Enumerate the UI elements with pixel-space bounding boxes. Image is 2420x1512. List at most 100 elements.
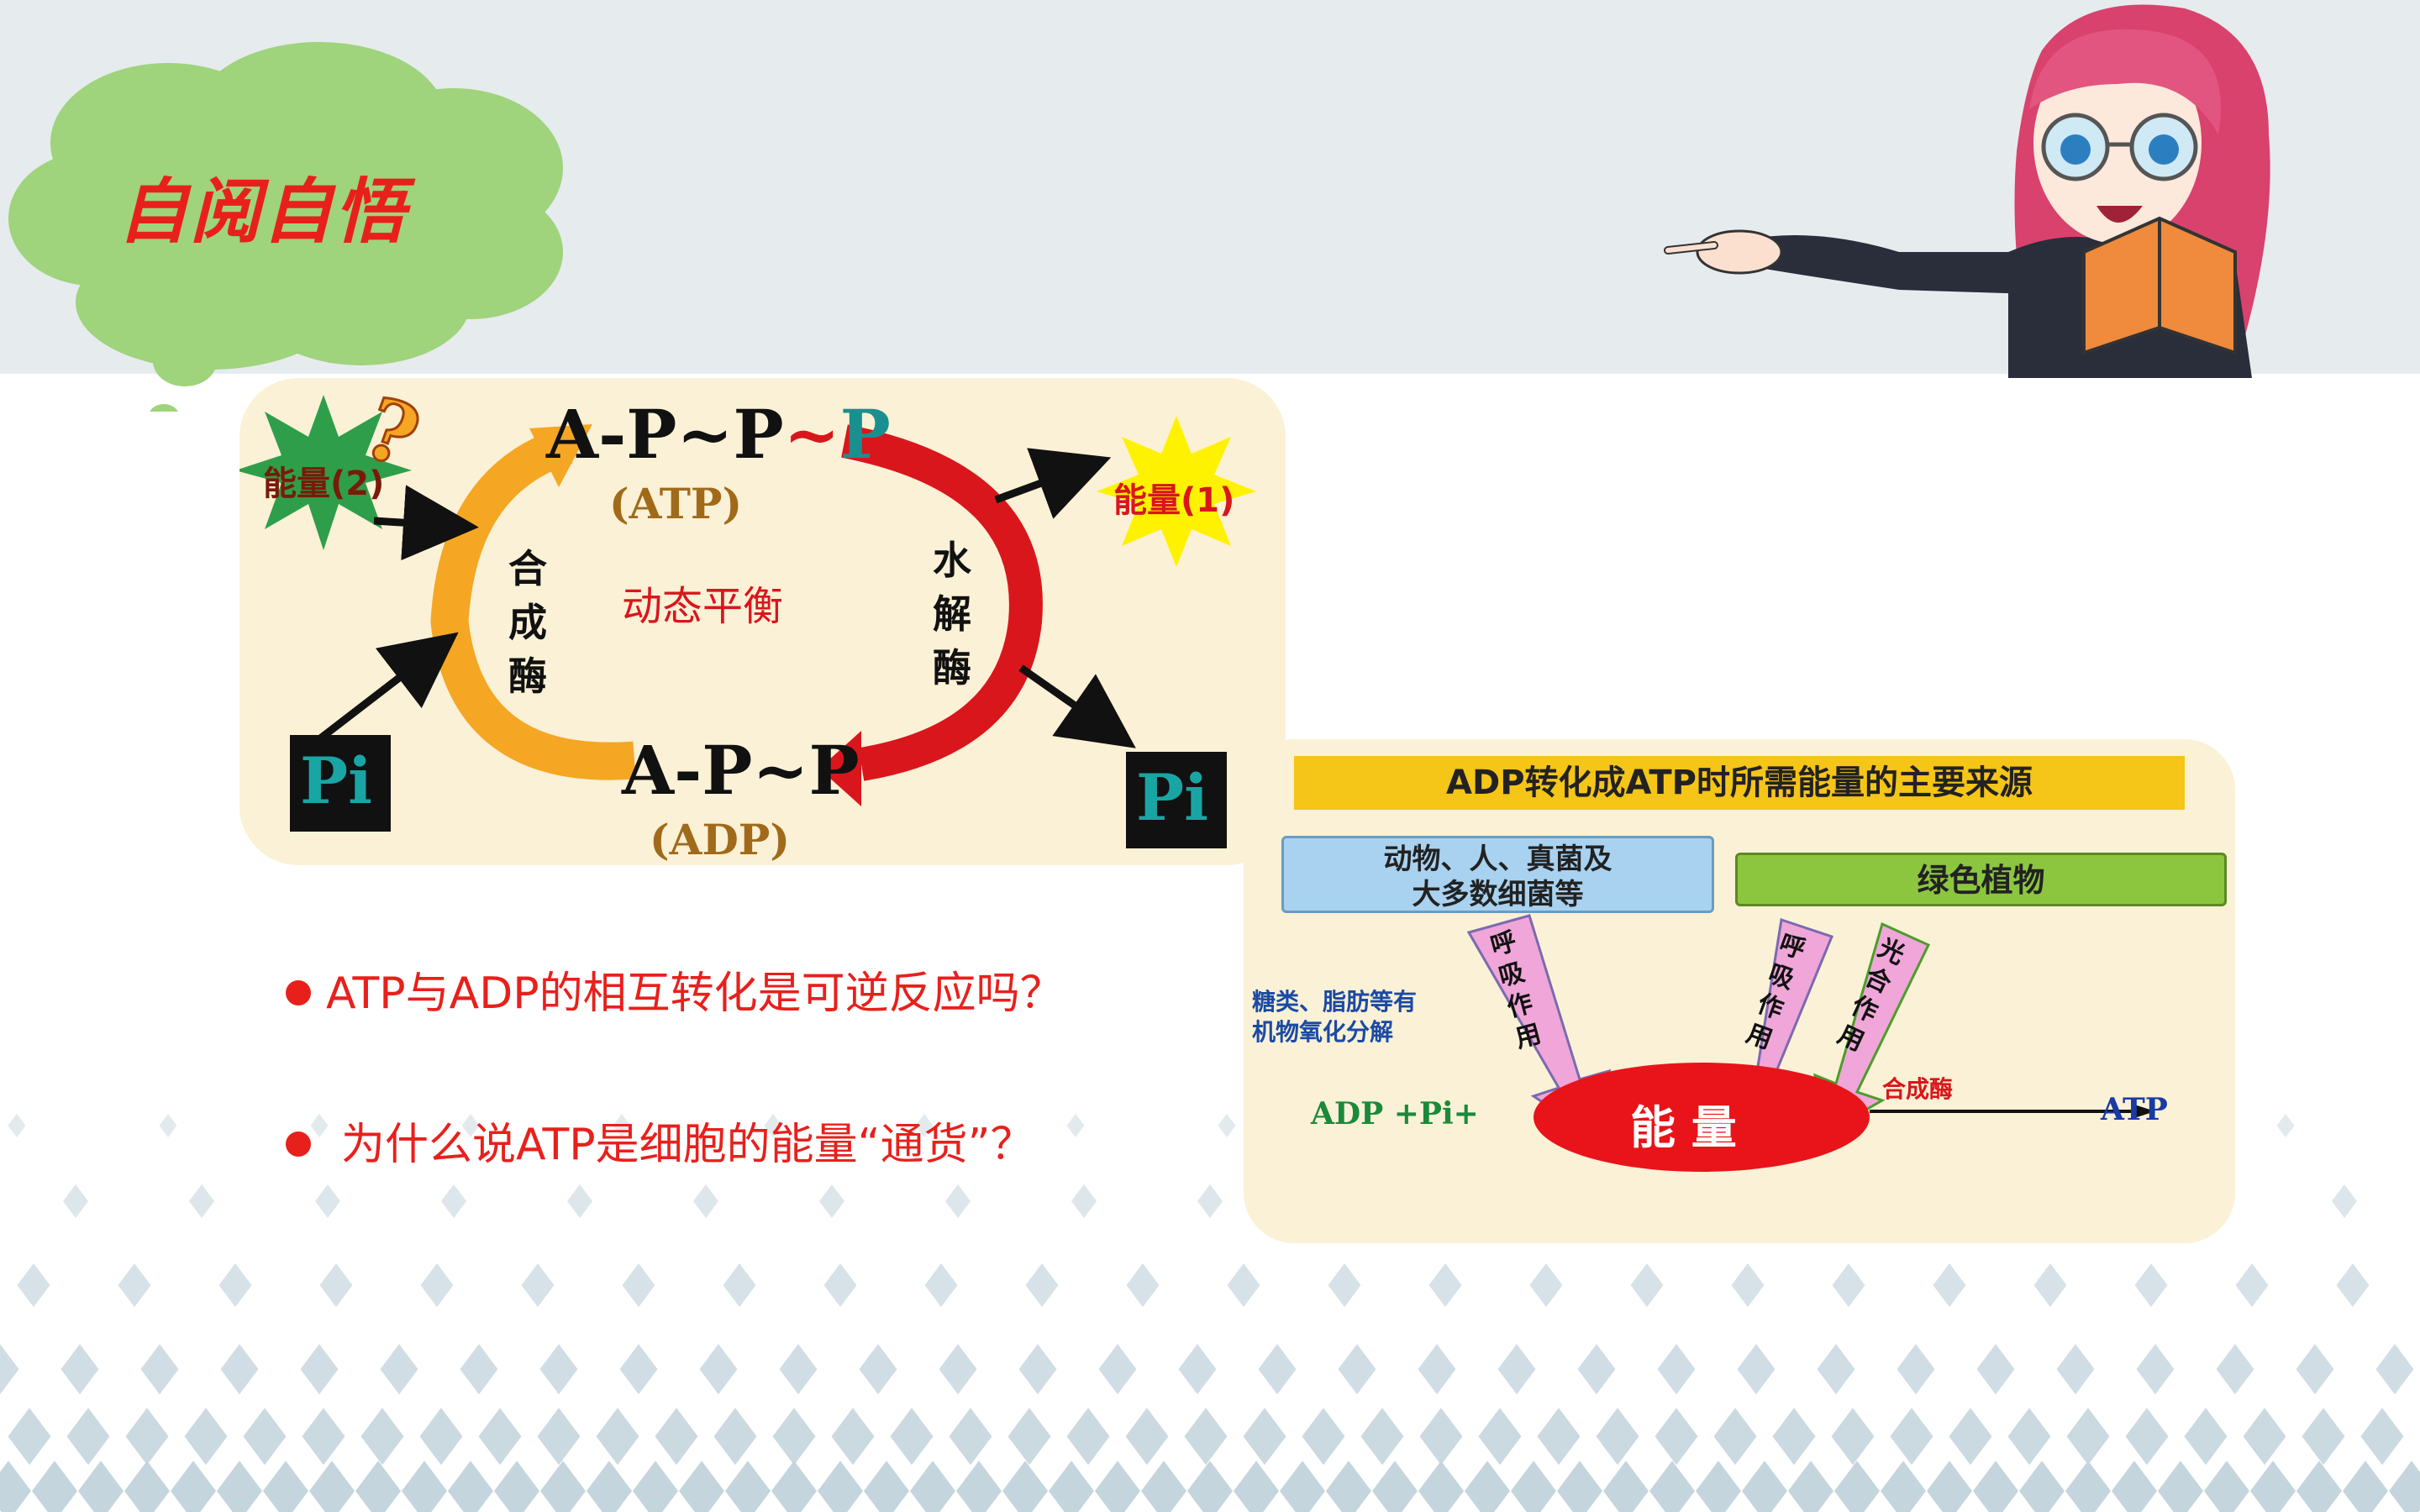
energy-oval-label: 能 量	[1630, 1101, 1737, 1154]
diamond-shape	[78, 1461, 124, 1512]
diamond-shape	[448, 1461, 493, 1512]
diamond-shape	[1772, 1408, 1816, 1465]
diamond-shape	[521, 1263, 555, 1307]
question-1-text: ATP与ADP的相互转化是可逆反应吗？	[326, 969, 1064, 1019]
diamond-shape	[1696, 1461, 1741, 1512]
atp-terminal-phosphate: P	[839, 395, 891, 474]
adp-formula: A-P~P	[622, 731, 860, 810]
diamond-shape	[1234, 1461, 1279, 1512]
diamond-shape	[1742, 1461, 1787, 1512]
diamond-shape	[1788, 1461, 1833, 1512]
diamond-shape	[1933, 1263, 1966, 1307]
diamond-shape	[818, 1461, 863, 1512]
dynamic-balance-label: 动态平衡	[622, 583, 784, 630]
diamond-shape	[309, 1461, 355, 1512]
diamond-shape	[1360, 1408, 1404, 1465]
diamond-shape	[1731, 1263, 1765, 1307]
diamond-shape	[0, 1344, 19, 1394]
diamond-shape	[699, 1344, 738, 1394]
energy-in-label: 能量(2)	[263, 465, 385, 503]
synthase-arrow-label: 合成酶	[1882, 1075, 1954, 1103]
diamond-shape	[2243, 1408, 2286, 1465]
cloud-icon	[8, 42, 563, 412]
diamond-shape	[596, 1408, 639, 1465]
diamond-shape	[2276, 1114, 2295, 1137]
diamond-shape	[1098, 1344, 1137, 1394]
diamond-shape	[1066, 1408, 1110, 1465]
diamond-shape	[461, 1114, 480, 1137]
diamond-shape	[1066, 1114, 1085, 1137]
diamond-shape	[460, 1344, 498, 1394]
diamond-shape	[1603, 1461, 1649, 1512]
diamond-shape	[118, 1263, 151, 1307]
diamond-shape	[1817, 1344, 1855, 1394]
pi-out-arrow-icon	[1018, 664, 1136, 748]
diamond-shape	[2066, 1408, 2110, 1465]
diamond-shape	[1478, 1408, 1522, 1465]
diamond-shape	[823, 1263, 857, 1307]
synthesis-arrowhead-icon	[529, 424, 592, 487]
equation-left: ADP +Pi+	[1311, 1096, 1479, 1131]
diamond-shape	[420, 1263, 454, 1307]
side-note-line: 机物氧化分解	[1252, 1018, 1394, 1046]
diamond-shape	[2158, 1461, 2203, 1512]
diamond-shape	[263, 1461, 308, 1512]
diamond-shape	[764, 1114, 782, 1137]
energy-out-label: 能量(1)	[1113, 481, 1235, 520]
diamond-shape	[243, 1408, 287, 1465]
pi-left-label: Pi	[300, 743, 373, 818]
diamond-shape	[1927, 1461, 1972, 1512]
animals-box-line: 大多数细菌等	[1412, 878, 1584, 911]
diamond-shape	[1630, 1263, 1664, 1307]
diamond-shape	[537, 1408, 581, 1465]
energy-in-arrow-icon	[373, 485, 479, 561]
diamond-shape	[124, 1461, 170, 1512]
diamond-shape	[1511, 1461, 1556, 1512]
diamond-shape	[189, 1184, 214, 1218]
diamond-shape	[655, 1408, 698, 1465]
diamond-shape	[1258, 1344, 1297, 1394]
diamond-shape	[587, 1461, 632, 1512]
diamond-shape	[956, 1461, 1002, 1512]
energy-oval	[1534, 1063, 1870, 1172]
energy-source-banner: ADP转化成ATP时所需能量的主要来源	[1294, 756, 2185, 810]
diamond-shape	[159, 1114, 177, 1137]
diamond-shape	[1557, 1461, 1602, 1512]
diamond-shape	[2065, 1461, 2111, 1512]
teacher-illustration	[1664, 4, 2270, 378]
diamond-shape	[1890, 1408, 1933, 1465]
diamond-shape	[1227, 1263, 1260, 1307]
diamond-shape	[8, 1114, 26, 1137]
diamond-shape	[2296, 1344, 2334, 1394]
diamond-shape	[2235, 1263, 2269, 1307]
diamond-shape	[478, 1408, 522, 1465]
plants-box: 绿色植物	[1735, 853, 2227, 906]
atp-label: (ATP)	[609, 479, 743, 528]
energy-source-diagram: ADP转化成ATP时所需能量的主要来源 动物、人、真菌及 大多数细菌等 绿色植物…	[1244, 739, 2235, 1243]
diamond-shape	[1218, 1114, 1236, 1137]
diamond-shape	[32, 1461, 77, 1512]
diamond-shape	[2056, 1344, 2095, 1394]
diamond-shape	[819, 1184, 844, 1218]
diamond-shape	[1881, 1461, 1926, 1512]
diamond-shape	[1418, 1461, 1464, 1512]
pi-right-box	[1126, 752, 1227, 848]
diamond-shape	[2134, 1263, 2168, 1307]
hydrolase-label: 水 解 酶	[933, 533, 971, 695]
hydrolase-char: 酶	[933, 645, 971, 690]
diamond-shape	[1328, 1263, 1361, 1307]
diamond-shape	[1897, 1344, 1935, 1394]
diamond-shape	[310, 1114, 329, 1137]
atp-high-energy-bond: ~	[783, 395, 840, 474]
diamond-shape	[679, 1461, 724, 1512]
diamond-shape	[2136, 1344, 2175, 1394]
diamond-shape	[779, 1344, 818, 1394]
diamond-shape	[945, 1184, 971, 1218]
diamond-shape	[2125, 1408, 2169, 1465]
diamond-shape	[140, 1344, 179, 1394]
diamond-shape	[2302, 1408, 2345, 1465]
diamond-shape	[1713, 1408, 1757, 1465]
diamond-shape	[1141, 1461, 1186, 1512]
diamond-shape	[184, 1408, 228, 1465]
diamond-shape	[402, 1461, 447, 1512]
